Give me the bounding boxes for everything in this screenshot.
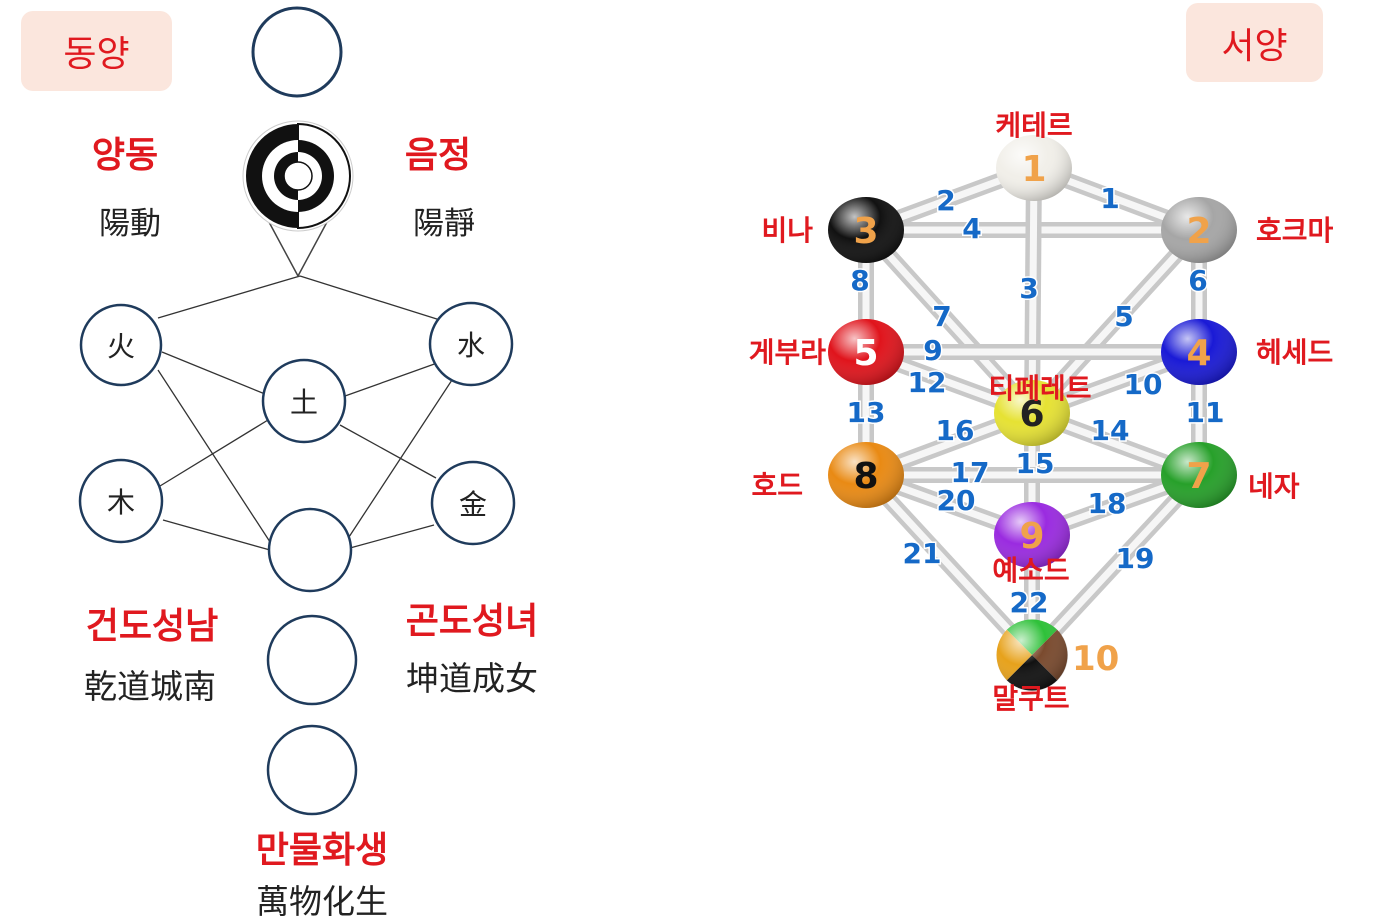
sephirah-10 [996, 619, 1068, 691]
sephirah-6: 6 [994, 380, 1070, 446]
element-wood-circle [78, 458, 164, 544]
sephirah-number: 3 [853, 211, 878, 252]
element-fire-label: 火 [107, 330, 135, 363]
sephirah-number: 5 [853, 333, 878, 374]
sephirah-number: 7 [1186, 456, 1211, 497]
west-label-badge: 서양 [1186, 3, 1323, 82]
east-label-badge: 동양 [21, 11, 172, 91]
path-number-label: 18 [1088, 487, 1127, 520]
sephirah-number: 6 [1019, 394, 1044, 435]
element-earth-circle [261, 358, 347, 444]
path-number-label: 9 [923, 334, 942, 367]
sephirah-name: 게부라 [749, 336, 827, 369]
sephirah-number: 8 [853, 456, 878, 497]
center-empty-circle [267, 507, 353, 593]
path-number-label: 20 [937, 484, 976, 517]
creation-circle [266, 724, 358, 816]
sephirah-name: 말쿠트 [992, 682, 1069, 715]
sephirah-number: 1 [1021, 149, 1046, 190]
tree-path-bar-highlight [862, 226, 1036, 417]
element-earth-label: 土 [290, 386, 318, 419]
sephirah-name: 비나 [761, 214, 813, 247]
path-number-label: 13 [847, 396, 886, 429]
sephirah-number: 10 [1072, 639, 1119, 679]
sephirah-name: 케테르 [995, 109, 1072, 142]
sephirah-number: 4 [1186, 333, 1211, 374]
male-hanja: 乾道城南 [84, 667, 216, 706]
path-number-label: 16 [936, 414, 975, 447]
yin-still-hangul: 음정 [405, 135, 471, 176]
path-number-label: 17 [951, 456, 990, 489]
path-number-label: 21 [903, 537, 942, 570]
tree-path-bar-highlight [1028, 471, 1203, 659]
element-fire-circle [79, 303, 163, 387]
path-number-label: 14 [1091, 414, 1130, 447]
path-number-label: 12 [908, 366, 947, 399]
sephirah-name: 티페레트 [988, 372, 1091, 405]
tree-path-bar-highlight [1028, 164, 1038, 417]
west-label: 서양 [1221, 25, 1288, 67]
tree-path-bar-highlight [1028, 226, 1203, 417]
sephirah-3: 3 [828, 197, 904, 263]
path-number-label: 4 [962, 212, 981, 245]
sephirah-name: 네자 [1248, 470, 1300, 503]
element-metal-label: 金 [459, 488, 487, 521]
path-number-label: 8 [850, 264, 869, 297]
sephirah-4: 4 [1161, 319, 1237, 385]
element-connectors [157, 275, 453, 551]
element-water-circle [428, 301, 514, 387]
male-hangul: 건도성남 [86, 606, 218, 647]
path-number-label: 2 [936, 184, 955, 217]
sephirah-7: 7 [1161, 442, 1237, 508]
path-number-label: 7 [932, 300, 951, 333]
sephirah-2: 2 [1161, 197, 1237, 263]
creation-hanja: 萬物化生 [256, 882, 388, 919]
sephirah-number: 9 [1019, 516, 1044, 557]
path-number-label: 6 [1188, 264, 1207, 297]
path-number-label: 15 [1016, 447, 1055, 480]
female-hanja: 坤道成女 [406, 659, 538, 698]
path-number-label: 5 [1114, 300, 1133, 333]
yang-motion-hangul: 양동 [92, 135, 158, 176]
path-number-label: 10 [1124, 368, 1163, 401]
sephirah-name: 예소드 [992, 554, 1069, 587]
path-number-label: 11 [1186, 396, 1225, 429]
east-label: 동양 [63, 34, 130, 75]
tree-path-bar-highlight [862, 471, 1036, 659]
element-metal-circle [430, 460, 516, 546]
sephirah-8: 8 [828, 442, 904, 508]
element-water-label: 水 [457, 329, 485, 362]
path-number-label: 1 [1100, 182, 1119, 215]
path-number-label: 19 [1116, 542, 1155, 575]
female-hangul: 곤도성녀 [406, 601, 538, 642]
element-wood-label: 木 [107, 486, 135, 519]
sephirah-name: 호드 [751, 469, 803, 502]
taiji-symbol-icon [246, 122, 351, 230]
yang-motion-hanja: 陽動 [99, 206, 161, 242]
sephirah-name: 호크마 [1256, 214, 1334, 247]
sephirah-9: 9 [994, 502, 1070, 568]
path-number-label: 22 [1010, 586, 1049, 619]
east-diagram: 양동 陽動 음정 陽靜 火 水 土 木 金 건도성남 乾道城南 곤도성녀 坤道成… [78, 6, 538, 919]
sephirah-5: 5 [828, 319, 904, 385]
male-female-circle [266, 614, 358, 706]
path-number-label: 3 [1019, 272, 1038, 305]
yin-still-hanja: 陽靜 [413, 206, 475, 242]
sephirah-name: 헤세드 [1256, 336, 1333, 369]
sephirah-1: 1 [996, 135, 1072, 201]
wuji-circle [251, 6, 343, 98]
sephirah-number: 2 [1186, 211, 1211, 252]
creation-hangul: 만물화생 [256, 830, 388, 871]
